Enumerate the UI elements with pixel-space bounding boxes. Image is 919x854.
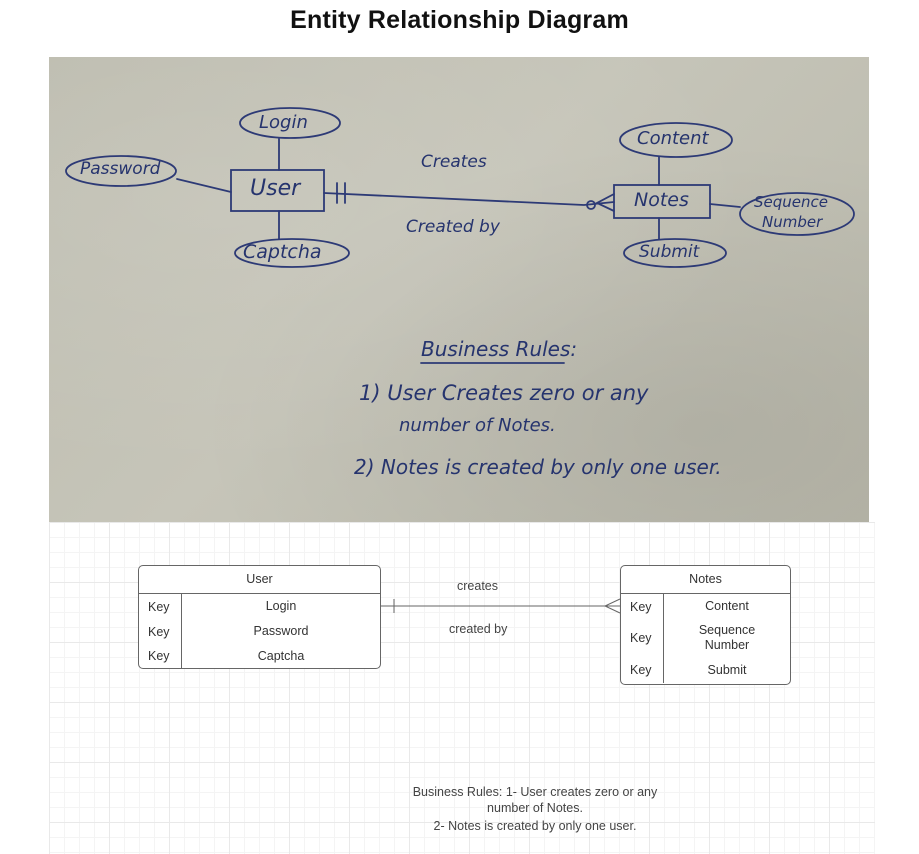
rules-line-2: number of Notes. [487,801,583,815]
diagram-canvas: User Key Login Key Password Key Captcha … [49,522,875,854]
notes-key-3: Key [621,657,664,683]
table-row: Key Submit [621,657,790,683]
user-attr-password: Password [253,624,309,638]
table-row: Key Captcha [139,644,380,668]
sketch-sequence-label-1: Sequence [754,193,828,211]
relationship-connector [380,598,621,614]
table-row: Key Sequence Number [621,619,790,657]
user-key-3: Key [139,644,182,668]
sketch-rule-1-line-2: number of Notes. [399,415,556,436]
sketch-creates-label: Creates [421,152,487,172]
user-attr-captcha: Captcha [257,648,305,663]
sketch-password-oval [65,155,177,187]
notes-key-2: Key [621,619,664,657]
notes-attr-content: Content [705,599,749,613]
sketch-captcha-oval [234,238,350,268]
sketch-rule-2: 2) Notes is created by only one user. [354,455,722,479]
sketch-captcha-label: Captcha [243,241,322,263]
user-key-1: Key [139,594,182,619]
hand-drawn-erd-photo: User Notes Login Password Captcha Conten… [49,57,869,522]
sketch-password-label: Password [80,159,161,179]
sketch-created-by-label: Created by [406,217,500,237]
notes-attr-sequence-number: Sequence Number [698,623,756,652]
business-rules: Business Rules: 1- User creates zero or … [409,784,661,834]
relationship-created-by-label: created by [449,622,508,636]
sketch-user-label: User [250,176,301,201]
sketch-login-oval [239,107,341,139]
user-entity-title: User [139,566,380,594]
user-attr-login: Login [265,599,297,613]
sketch-rule-1-line-1: 1) User Creates zero or any [359,381,649,405]
table-row: Key Password [139,619,380,644]
notes-key-1: Key [621,594,664,619]
sketch-content-label: Content [637,128,709,149]
table-row: Key Login [139,594,380,619]
table-row: Key Content [621,594,790,619]
sketch-user-box [230,169,325,212]
sketch-submit-oval [623,238,727,268]
notes-entity-title: Notes [621,566,790,594]
notes-entity[interactable]: Notes Key Content Key Sequence Number Ke… [620,565,791,685]
sketch-sequence-label-2: Number [762,213,823,231]
rules-line-3: 2- Notes is created by only one user. [433,819,637,833]
user-key-2: Key [139,619,182,644]
sketch-rules-heading: Business Rules: [421,337,578,361]
sketch-submit-label: Submit [639,242,700,262]
sketch-sequence-oval [739,192,855,236]
sketch-lines [65,107,855,364]
page-title: Entity Relationship Diagram [290,6,629,34]
relationship-creates-label: creates [457,579,498,593]
sketch-content-oval [619,122,733,158]
user-entity[interactable]: User Key Login Key Password Key Captcha [138,565,381,669]
rules-line-1: Business Rules: 1- User creates zero or … [412,785,658,799]
sketch-notes-label: Notes [634,189,689,211]
sketch-login-label: Login [259,112,308,133]
notes-attr-submit: Submit [707,662,747,677]
